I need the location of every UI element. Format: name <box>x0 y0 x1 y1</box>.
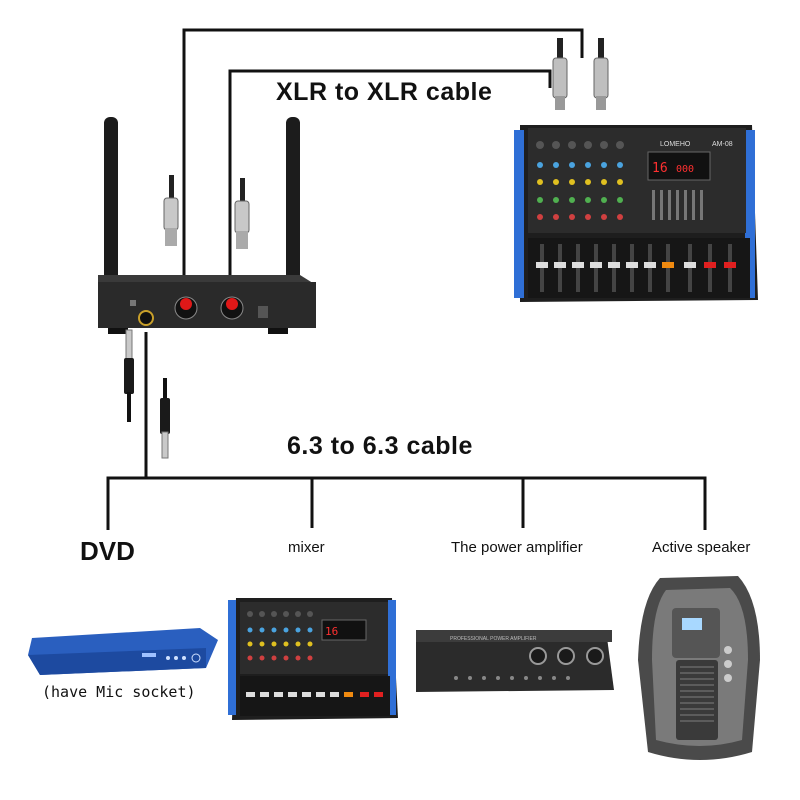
mixer-label: mixer <box>288 539 325 556</box>
quarter-inch-plug-icon <box>160 378 170 459</box>
quarter-inch-cable-bus <box>106 476 707 530</box>
wireless-receiver-device <box>98 117 316 334</box>
active-speaker-label: Active speaker <box>652 539 751 556</box>
mixer-brand-text: LOMEHO <box>660 141 691 148</box>
power-amplifier-device: PROFESSIONAL POWER AMPLIFIER <box>416 630 614 692</box>
xlr-male-connector-icon <box>552 38 568 110</box>
amp-panel-text: PROFESSIONAL POWER AMPLIFIER <box>450 636 537 642</box>
amp-knob-icon <box>529 647 547 665</box>
xlr-cable-2 <box>228 69 552 298</box>
antenna-left-icon <box>104 117 118 295</box>
xlr-female-connector-icon <box>234 178 250 249</box>
red-xlr-plug-icon <box>180 298 192 310</box>
xlr-cable-1 <box>182 28 584 298</box>
mixer-main-device: 16 000 LOMEHO AM-08 <box>514 125 758 302</box>
quarter-inch-cable-label: 6.3 to 6.3 cable <box>287 432 473 460</box>
dvd-player-device <box>28 628 218 675</box>
quarter-inch-cable-lines <box>106 332 707 530</box>
red-xlr-plug-icon <box>226 298 238 310</box>
amp-knob-icon <box>586 647 604 665</box>
antenna-right-icon <box>286 117 300 295</box>
quarter-inch-jack-icon <box>138 310 154 326</box>
quarter-inch-plug-icon <box>124 329 134 422</box>
xlr-cable-label: XLR to XLR cable <box>276 78 493 106</box>
xlr-cable-lines <box>182 28 584 298</box>
mixer-device: 16 <box>228 598 398 720</box>
power-amplifier-label: The power amplifier <box>451 539 583 556</box>
xlr-male-connector-icon <box>593 38 609 110</box>
amp-knob-icon <box>557 647 575 665</box>
svg-text:16: 16 <box>325 625 338 638</box>
mixer-model-text: AM-08 <box>712 141 733 148</box>
active-speaker-device <box>638 576 760 760</box>
mixer-display-readout: 16 <box>652 161 668 176</box>
dvd-label: DVD <box>80 536 135 566</box>
dvd-mic-socket-note: (have Mic socket) <box>42 683 196 701</box>
xlr-female-connector-icon <box>163 175 179 246</box>
svg-text:000: 000 <box>676 164 694 175</box>
